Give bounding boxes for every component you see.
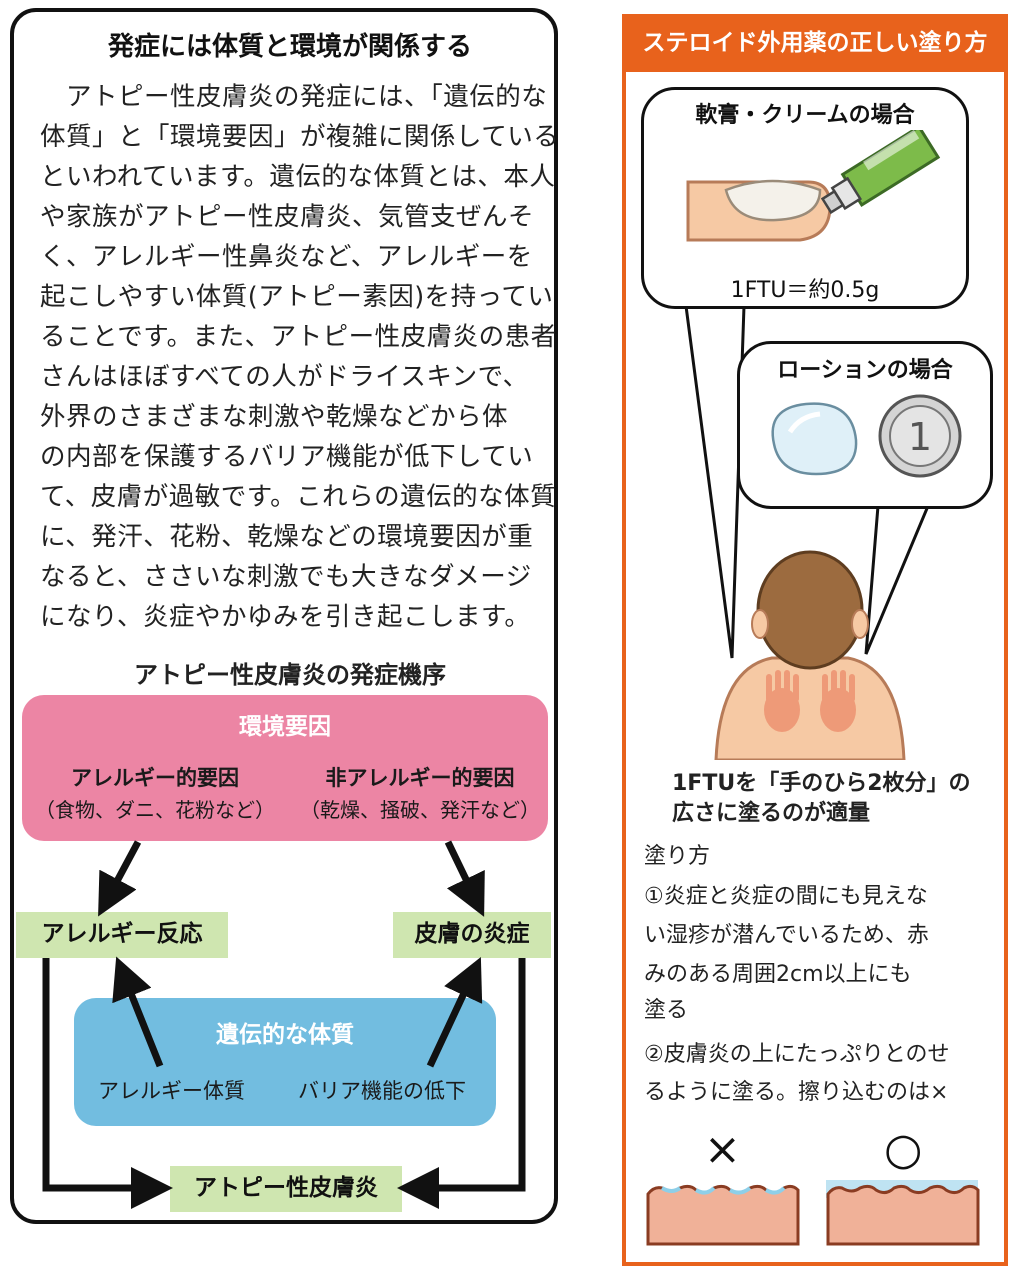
paragraph-line: く、アレルギー性鼻炎など、アレルギーを bbox=[40, 242, 533, 272]
wrong-application-skin bbox=[646, 1184, 800, 1246]
paragraph-line: 起こしやすい体質(アトピー素因)を持ってい bbox=[40, 282, 554, 312]
paragraph-line: の内部を保護するバリア機能が低下してい bbox=[40, 442, 534, 472]
finger-tube-icon bbox=[686, 130, 941, 242]
paragraph-line: や家族がアトピー性皮膚炎、気管支ぜんそ bbox=[40, 202, 535, 232]
paragraph-line: なると、ささいな刺激でも大きなダメージ bbox=[40, 562, 532, 592]
howto-line: い湿疹が潜んでいるため、赤 bbox=[644, 923, 929, 948]
howto-line: みのある周囲2cm以上にも bbox=[644, 962, 912, 987]
right-header: ステロイド外用薬の正しい塗り方 bbox=[622, 14, 1008, 72]
left-panel bbox=[10, 8, 558, 1224]
paragraph-line: アトピー性皮膚炎の発症には、「遺伝的な bbox=[40, 82, 548, 112]
allergy-constitution-label: アレルギー体質 bbox=[98, 1079, 245, 1103]
allergy-reaction-label: アレルギー反応 bbox=[16, 912, 228, 958]
ftu-line: 広さに塗るのが適量 bbox=[672, 801, 871, 826]
correct-application-skin bbox=[826, 1180, 980, 1246]
person-back-illustration bbox=[714, 550, 906, 760]
skin-inflammation-label: 皮膚の炎症 bbox=[393, 912, 551, 958]
lotion-title: ローションの場合 bbox=[777, 358, 953, 383]
paragraph-line: といわれています。遺伝的な体質とは、本人 bbox=[40, 162, 556, 192]
howto-line: ②皮膚炎の上にたっぷりとのせ bbox=[644, 1042, 950, 1067]
left-title: 発症には体質と環境が関係する bbox=[107, 32, 472, 62]
paragraph-line: になり、炎症やかゆみを引き起こします。 bbox=[40, 602, 531, 632]
environment-factors-box bbox=[22, 695, 548, 841]
ointment-amount: 1FTU＝約0.5g bbox=[730, 278, 880, 303]
genetic-constitution-title: 遺伝的な体質 bbox=[216, 1022, 354, 1048]
paragraph-line: さんはほぼすべての人がドライスキンで、 bbox=[40, 362, 529, 392]
coin-label: 1 bbox=[908, 415, 932, 459]
atopic-dermatitis-label: アトピー性皮膚炎 bbox=[170, 1166, 402, 1212]
howto-line: 塗る bbox=[644, 998, 689, 1023]
howto-line: るように塗る。擦り込むのは× bbox=[644, 1080, 949, 1105]
nonallergic-factor-examples: （乾燥、掻破、発汗など） bbox=[300, 798, 540, 822]
paragraph-line: に、発汗、花粉、乾燥などの環境要因が重 bbox=[40, 522, 534, 552]
wrong-mark: × bbox=[704, 1124, 741, 1175]
paragraph-line: 体質」と「環境要因」が複雑に関係している bbox=[40, 122, 560, 152]
lotion-drop-icon bbox=[771, 402, 858, 476]
paragraph-line: て、皮膚が過敏です。これらの遺伝的な体質 bbox=[40, 482, 557, 512]
ftu-line: 1FTUを「手のひら2枚分」の bbox=[672, 771, 971, 796]
environment-factors-title: 環境要因 bbox=[239, 714, 331, 740]
nonallergic-factor-label: 非アレルギー的要因 bbox=[325, 766, 515, 790]
paragraph-line: 外界のさまざまな刺激や乾燥などから体 bbox=[40, 402, 509, 432]
howto-title: 塗り方 bbox=[644, 844, 711, 869]
diagram-title: アトピー性皮膚炎の発症機序 bbox=[134, 661, 446, 689]
ointment-title: 軟膏・クリームの場合 bbox=[695, 103, 915, 128]
paragraph-line: ることです。また、アトピー性皮膚炎の患者 bbox=[40, 322, 557, 352]
barrier-decline-label: バリア機能の低下 bbox=[298, 1079, 466, 1103]
skin-comparison-illustration bbox=[646, 1180, 980, 1246]
howto-line: ①炎症と炎症の間にも見えな bbox=[644, 884, 928, 909]
one-yen-coin-icon: 1 bbox=[878, 394, 962, 478]
correct-mark: ○ bbox=[884, 1124, 923, 1175]
allergic-factor-label: アレルギー的要因 bbox=[71, 766, 239, 790]
allergic-factor-examples: （食物、ダニ、花粉など） bbox=[35, 798, 275, 822]
